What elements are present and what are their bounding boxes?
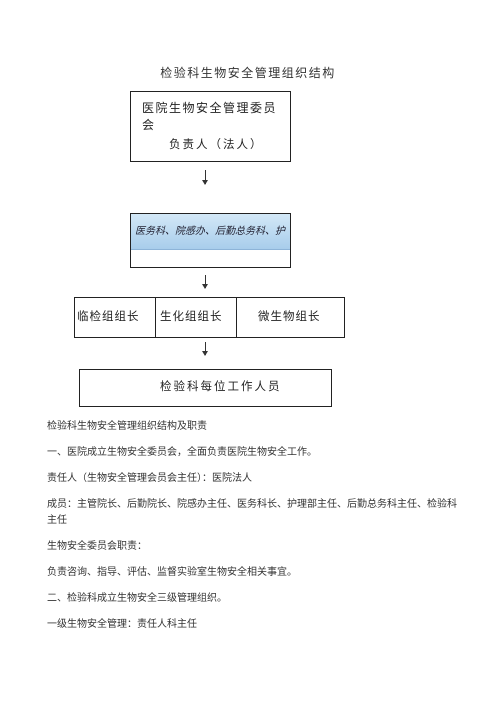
paragraph: 一、医院成立生物安全委员会，全面负责医院生物安全工作。 xyxy=(47,447,317,458)
paragraph: 二、检验科成立生物安全三级管理组织。 xyxy=(47,593,227,604)
committee-box: 医院生物安全管理委员会 负责人（法人） xyxy=(130,91,291,162)
staff-text: 检验科每位工作人员 xyxy=(160,379,282,393)
staff-box: 检验科每位工作人员 xyxy=(79,369,332,407)
org-chart-title: 检验科生物安全管理组织结构 xyxy=(160,66,336,80)
group-leader-cell: 生化组组长 xyxy=(156,298,237,337)
arrow-down-icon xyxy=(202,170,208,185)
arrow-down-icon xyxy=(202,342,208,356)
arrow-down-icon xyxy=(202,275,208,289)
paragraph: 成员：主管院长、后勤院长、院感办主任、医务科长、护理部主任、后勤总务科主任、检验… xyxy=(47,499,457,526)
paragraph: 责任人（生物安全管理会员会主任）：医院法人 xyxy=(47,473,252,484)
group-leader-cell: 临检组组长 xyxy=(75,298,156,337)
group-leaders-row: 临检组组长 生化组组长 微生物组长 xyxy=(74,297,345,338)
paragraph: 生物安全委员会职责： xyxy=(47,541,147,552)
committee-name: 医院生物安全管理委员会 xyxy=(142,101,278,132)
paragraph: 一级生物安全管理：责任人科主任 xyxy=(47,619,197,630)
paragraph: 负责咨询、指导、评估、监督实验室生物安全相关事宜。 xyxy=(47,567,297,578)
departments-box: 医务科、院感办、后勤总务科、护 xyxy=(130,213,291,268)
departments-text: 医务科、院感办、后勤总务科、护 xyxy=(131,214,290,250)
group-leader-cell: 微生物组长 xyxy=(258,309,321,323)
section-heading: 检验科生物安全管理组织结构及职责 xyxy=(47,421,207,432)
committee-leader: 负责人（法人） xyxy=(169,137,264,151)
